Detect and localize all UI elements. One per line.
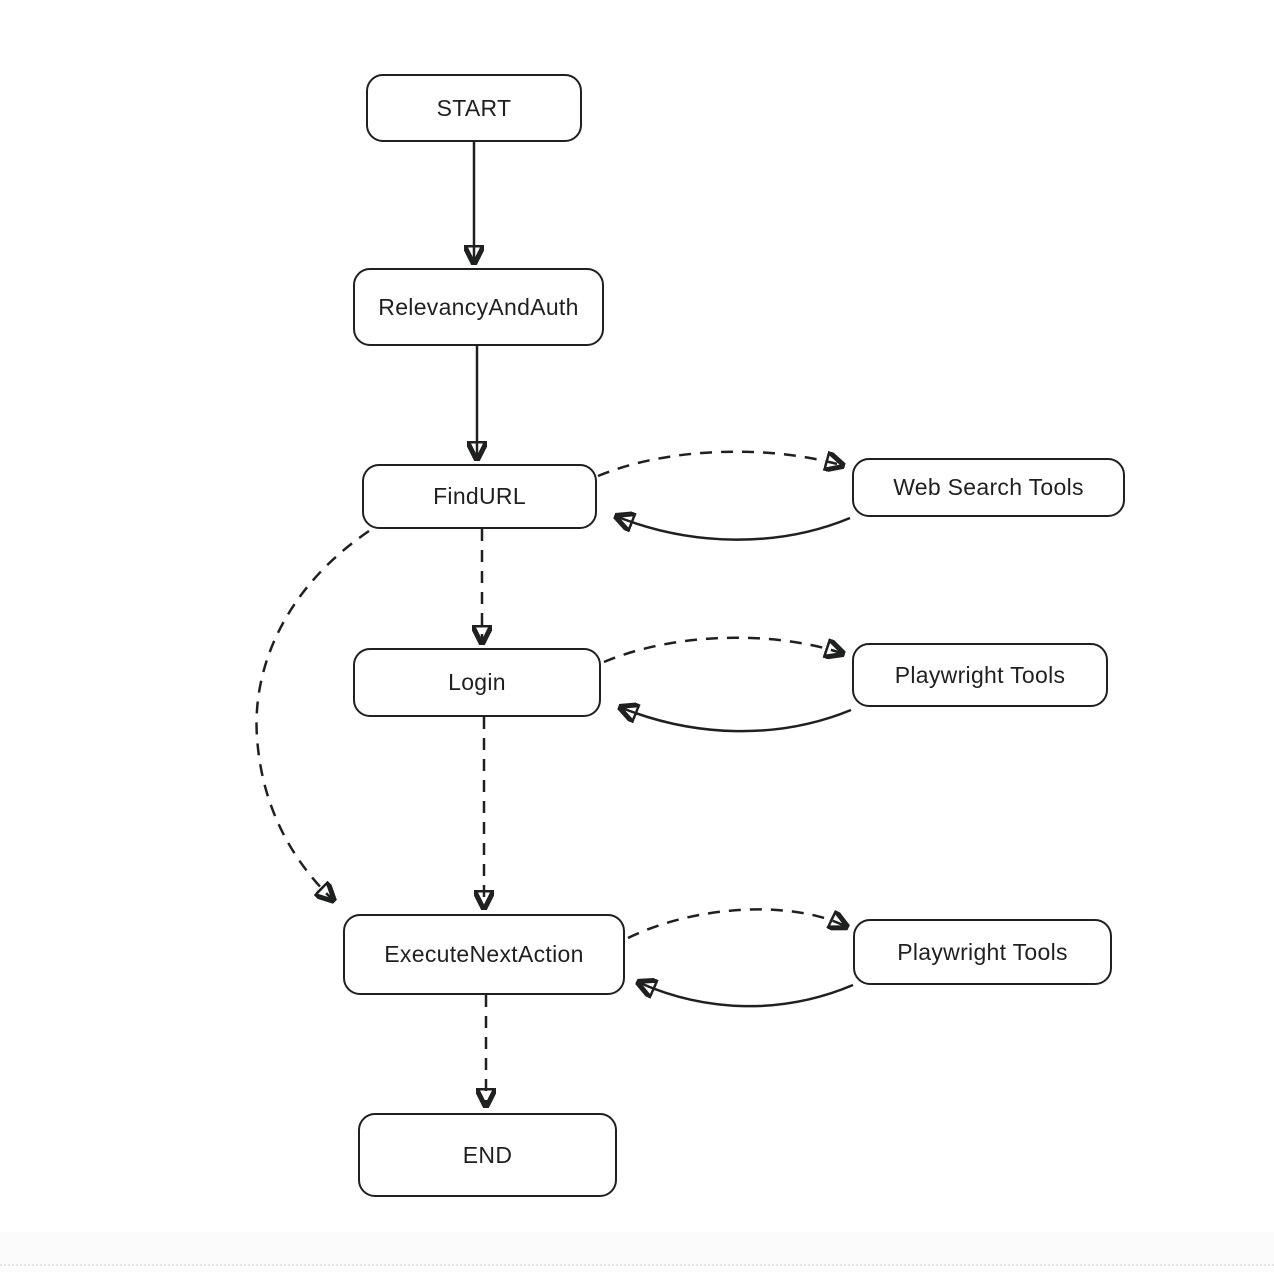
edge-login-playwrighttools: [603, 636, 841, 664]
node-execute-next-action: ExecuteNextAction: [343, 914, 625, 995]
node-login: Login: [353, 648, 601, 717]
node-playwright-tools-login: Playwright Tools: [852, 643, 1108, 707]
node-find-url-label: FindURL: [433, 483, 526, 509]
node-start: START: [366, 74, 582, 142]
node-end: END: [358, 1113, 617, 1197]
edge-findurl-websearchtools: [597, 450, 841, 478]
footer-strip: [0, 1232, 1274, 1272]
node-execute-next-action-label: ExecuteNextAction: [384, 941, 584, 967]
node-find-url: FindURL: [362, 464, 597, 529]
node-playwright-tools-login-label: Playwright Tools: [894, 661, 1066, 688]
edge-playwrighttools-executenextaction: [640, 983, 854, 1008]
node-start-label: START: [436, 94, 512, 121]
node-end-label: END: [462, 1141, 513, 1168]
edge-executenextaction-playwrighttools: [627, 908, 845, 940]
node-playwright-tools-execute-label: Playwright Tools: [897, 938, 1068, 965]
node-playwright-tools-execute: Playwright Tools: [853, 919, 1112, 985]
edge-findurl-executenextaction: [255, 529, 370, 899]
node-web-search-tools: Web Search Tools: [852, 458, 1125, 517]
edge-playwrighttools-login: [622, 708, 852, 733]
edge-websearchtools-findurl: [618, 517, 851, 541]
node-login-label: Login: [448, 669, 506, 695]
node-web-search-tools-label: Web Search Tools: [893, 474, 1084, 500]
node-relevancy-and-auth: RelevancyAndAuth: [353, 268, 604, 346]
node-relevancy-and-auth-label: RelevancyAndAuth: [378, 293, 579, 320]
